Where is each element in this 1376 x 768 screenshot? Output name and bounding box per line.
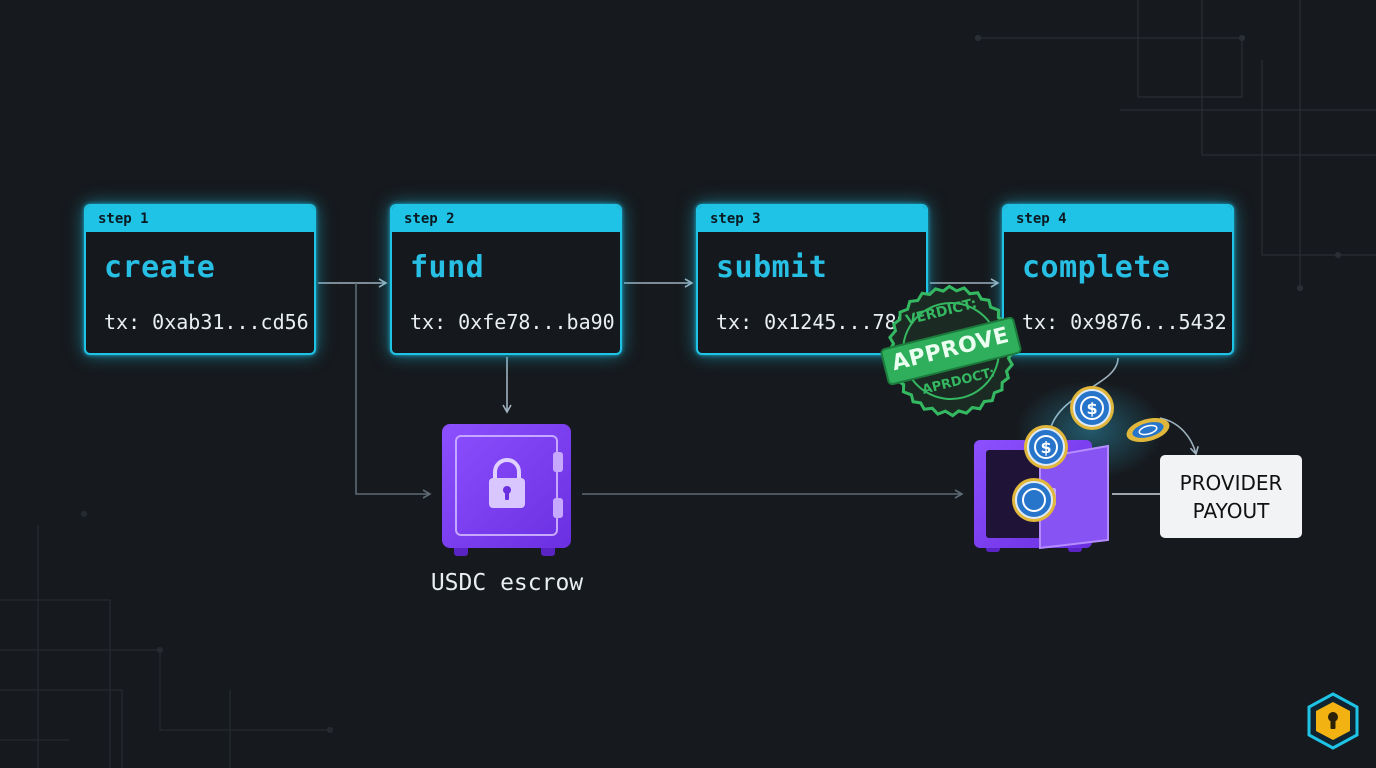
step-title: create	[104, 250, 216, 285]
escrow-label: USDC escrow	[430, 570, 584, 596]
step-tx-hash: tx: 0x9876...5432	[1022, 310, 1227, 334]
payout-line-1: PROVIDER	[1179, 470, 1283, 495]
open-vault-icon	[974, 380, 1165, 552]
step-title: complete	[1022, 250, 1171, 285]
escrow-vault-icon	[442, 424, 571, 556]
step-card-create: step 1 create tx: 0xab31...cd56	[84, 204, 316, 355]
circuit-traces-bottom-left	[0, 510, 334, 768]
svg-text:$: $	[1040, 438, 1051, 457]
provider-payout-box: PROVIDER PAYOUT	[1160, 455, 1302, 538]
usdc-coin-icon: $	[1070, 386, 1114, 430]
step-title: submit	[716, 250, 828, 285]
arrow-coins-to-payout	[1159, 417, 1199, 456]
step-header: step 3	[698, 206, 926, 232]
usdc-coin-flat-icon	[1126, 417, 1170, 443]
step-header: step 2	[392, 206, 620, 232]
hexagon-keyhole-logo	[1307, 692, 1359, 750]
padlock-icon	[489, 458, 525, 508]
arrow-create-to-escrow	[355, 283, 432, 499]
step-card-complete: step 4 complete tx: 0x9876...5432	[1002, 204, 1234, 355]
step-tx-hash: tx: 0xab31...cd56	[104, 310, 309, 334]
step-title: fund	[410, 250, 485, 285]
svg-text:$: $	[1086, 399, 1097, 418]
circuit-traces-top-right	[974, 0, 1376, 292]
step-header: step 4	[1004, 206, 1232, 232]
usdc-coin-icon	[1012, 478, 1056, 522]
payout-line-2: PAYOUT	[1192, 498, 1270, 523]
step-connectors	[318, 278, 1000, 414]
step-tx-hash: tx: 0xfe78...ba90	[410, 310, 615, 334]
step-card-fund: step 2 fund tx: 0xfe78...ba90	[390, 204, 622, 355]
step-header: step 1	[86, 206, 314, 232]
usdc-coin-icon: $	[1024, 425, 1068, 469]
